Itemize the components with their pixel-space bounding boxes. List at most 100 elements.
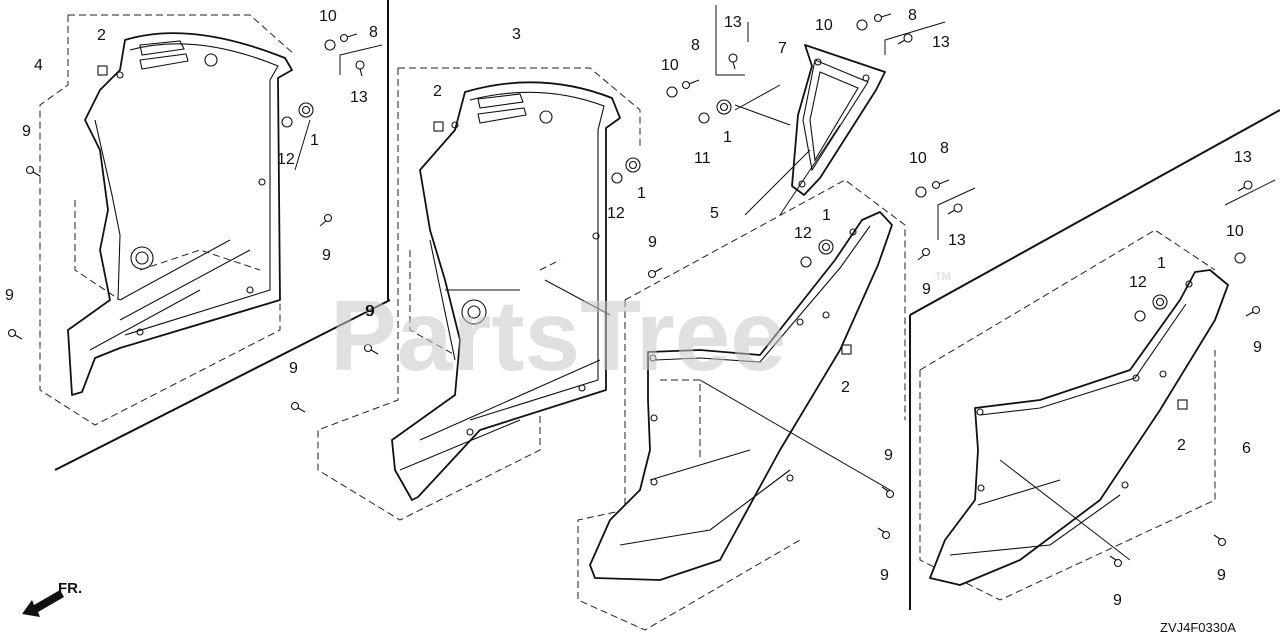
callout-label: 13 (932, 34, 950, 51)
callout-label: 8 (369, 24, 378, 41)
diagram-code: ZVJ4F0330A (1160, 620, 1236, 635)
nut-icon (298, 102, 314, 118)
callout-label: 9 (880, 567, 889, 584)
callout-label: 9 (884, 447, 893, 464)
washer-icon (800, 256, 812, 268)
callout-label: 1 (1157, 255, 1166, 272)
callout-label: 13 (1234, 149, 1252, 166)
callout-label: 8 (908, 7, 917, 24)
screw-icon (290, 401, 306, 413)
callout-label: 10 (909, 150, 927, 167)
callout-label: 1 (822, 207, 831, 224)
callout-label: 9 (365, 303, 374, 320)
callouts: 1 1 1 1 1 2 2 2 2 3 4 5 6 7 8 8 8 8 9 9 … (5, 7, 1262, 609)
screw-icon (363, 343, 379, 355)
callout-label: 13 (948, 232, 966, 249)
nut-icon (625, 157, 641, 173)
part-5-cover (577, 179, 906, 631)
callout-label: 9 (289, 360, 298, 377)
screw-icon (339, 33, 358, 43)
callout-label: 2 (1177, 437, 1186, 454)
callout-label: 12 (1129, 274, 1147, 291)
nut-icon (818, 239, 834, 255)
screw-icon (355, 60, 365, 77)
callout-label: 12 (794, 225, 812, 242)
screw-icon (728, 53, 738, 70)
screw-icon (873, 13, 892, 23)
watermark-text: PartsTree (330, 280, 786, 392)
washer-icon (698, 112, 710, 124)
direction-label: FR. (58, 580, 82, 597)
screw-icon (881, 486, 895, 499)
callout-label: 9 (648, 234, 657, 251)
callout-label: 12 (277, 151, 295, 168)
callout-label: 4 (34, 57, 43, 74)
callout-label: 1 (723, 129, 732, 146)
callout-label: 11 (694, 150, 711, 167)
screw-icon (917, 247, 931, 261)
clip-icon (1177, 399, 1188, 410)
callout-label: 2 (433, 83, 442, 100)
washer-icon (324, 39, 336, 51)
callout-label: 9 (1217, 567, 1226, 584)
washer-icon (611, 172, 623, 184)
separator-line (54, 299, 391, 471)
part-6-cover (919, 229, 1229, 601)
screw-icon (1109, 555, 1123, 568)
callout-label: 9 (1113, 592, 1122, 609)
clip-icon (97, 65, 108, 76)
callout-label: 12 (607, 205, 625, 222)
callout-label: 9 (366, 303, 375, 320)
screw-icon (319, 213, 333, 227)
screw-icon (7, 328, 23, 340)
nut-icon (716, 99, 732, 115)
callout-label: 3 (512, 26, 521, 43)
washer-icon (666, 86, 678, 98)
watermark-tm: TM (935, 271, 951, 283)
screw-icon (931, 179, 950, 190)
callout-label: 1 (310, 132, 319, 149)
callout-label: 9 (22, 123, 31, 140)
callout-label: 13 (724, 14, 742, 31)
callout-label: 7 (778, 40, 787, 57)
front-direction-arrow-icon (22, 590, 64, 617)
callout-label: 1 (637, 185, 646, 202)
screw-icon (877, 527, 891, 540)
callout-label: 6 (1242, 440, 1251, 457)
part-7-bracket (744, 44, 886, 216)
callout-label: 13 (350, 89, 368, 106)
callout-label: 5 (710, 205, 719, 222)
callout-label: 10 (319, 8, 337, 25)
part-3-cover (317, 67, 641, 521)
washer-icon (1234, 252, 1246, 264)
washer-icon (1134, 310, 1146, 322)
screw-icon (1237, 180, 1253, 192)
screw-icon (1245, 305, 1261, 317)
washer-icon (856, 19, 868, 31)
callout-label: 9 (322, 247, 331, 264)
callout-label: 10 (815, 17, 833, 34)
screw-icon (25, 165, 41, 177)
screw-icon (1213, 534, 1227, 547)
hardware (7, 5, 1276, 568)
clip-icon (841, 344, 852, 355)
callout-label: 2 (97, 27, 106, 44)
screw-icon (647, 267, 663, 279)
callout-label: 9 (922, 281, 931, 298)
callout-label: 9 (1253, 339, 1262, 356)
callout-label: 8 (940, 140, 949, 157)
screw-icon (897, 33, 913, 45)
callout-label: 10 (1226, 223, 1244, 240)
washer-icon (915, 186, 927, 198)
screw-icon (947, 203, 963, 215)
callout-label: 2 (841, 379, 850, 396)
nut-icon (1152, 294, 1168, 310)
callout-label: 10 (661, 57, 679, 74)
part-4-cover (39, 14, 296, 426)
callout-label: 9 (5, 287, 14, 304)
separator-line (909, 109, 1280, 316)
callout-label: 8 (691, 37, 700, 54)
screw-icon (681, 79, 700, 90)
